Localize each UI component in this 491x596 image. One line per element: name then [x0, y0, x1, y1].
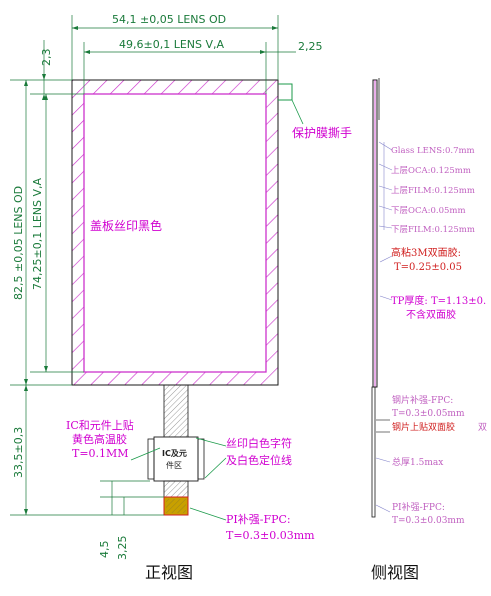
dim-top-margin: 2,3	[40, 49, 53, 67]
front-view-caption: 正视图	[145, 563, 193, 582]
ic-area-label-2: 件区	[166, 460, 182, 470]
tp-thickness-2: 不含双面胶	[406, 308, 456, 321]
steel-note-2: T=0.3±0.05mm	[392, 409, 465, 419]
dim-fpc-length: 33,5±0,3	[12, 427, 25, 478]
dim-lens-od-width: 54,1 ±0,05 LENS OD	[112, 13, 226, 26]
pi-note-1: PI补强-FPC:	[226, 513, 291, 526]
side-view-caption: 侧视图	[371, 563, 419, 582]
total-thickness: 总厚1.5max	[392, 456, 443, 468]
ic-component-area	[153, 436, 199, 482]
tape-note-1: 高粘3M双面胶:	[391, 246, 461, 259]
layer-glass: Glass LENS:0.7mm	[391, 146, 475, 156]
protect-tab-label: 保护膜撕手	[292, 126, 352, 140]
dim-lens-va-width: 49,6±0,1 LENS V,A	[119, 38, 225, 51]
tp-thickness-1: TP厚度: T=1.13±0.	[391, 294, 486, 307]
view-area-outline	[83, 93, 267, 373]
front-view: 保护膜撕手 盖板丝印黑色 IC及元 件区 IC和元件上贴 黄色高温胶 T=0.1…	[10, 13, 352, 582]
silk-white-note-1: 丝印白色字符	[226, 436, 292, 450]
ic-note-2: 黄色高温胶	[72, 432, 127, 446]
tape-note-2: T=0.25±0.05	[394, 262, 462, 273]
ic-note-3: T=0.1MM	[72, 447, 129, 460]
protect-film-tab	[278, 83, 293, 101]
side-fpc	[371, 386, 376, 518]
dim-lens-va-height: 74,25±0,1 LENS V,A	[31, 177, 44, 290]
ic-area-label-1: IC及元	[162, 449, 187, 458]
side-view: Glass LENS:0.7mm 上层OCA:0.125mm 上层FILM:0.…	[371, 78, 487, 582]
layer-lower-film: 下层FILM:0.125mm	[391, 225, 475, 235]
silk-black-label: 盖板丝印黑色	[90, 219, 162, 233]
dim-right-margin: 2,25	[298, 40, 323, 53]
side-pi-note-2: T=0.3±0.03mm	[392, 516, 465, 526]
dim-tail-a: 4,5	[98, 541, 111, 559]
side-pi-note-1: PI补强-FPC:	[392, 501, 445, 513]
ic-note-1: IC和元件上贴	[66, 418, 134, 432]
dim-lens-od-height: 82,5 ±0,05 LENS OD	[12, 186, 25, 300]
layer-upper-oca: 上层OCA:0.125mm	[391, 166, 471, 176]
steel-note-3: 钢片上贴双面胶	[392, 421, 455, 433]
layer-lower-oca: 下层OCA:0.05mm	[391, 206, 466, 216]
steel-note-1: 钢片补强-FPC:	[392, 394, 453, 406]
fpc-tail: IC及元 件区	[147, 384, 205, 516]
pi-note-2: T=0.3±0.03mm	[226, 529, 315, 542]
layer-upper-film: 上层FILM:0.125mm	[391, 186, 475, 196]
dim-tail-b: 3,25	[116, 536, 129, 561]
silk-white-note-2: 及白色定位线	[226, 453, 292, 467]
steel-note-extra: 双	[478, 422, 487, 433]
